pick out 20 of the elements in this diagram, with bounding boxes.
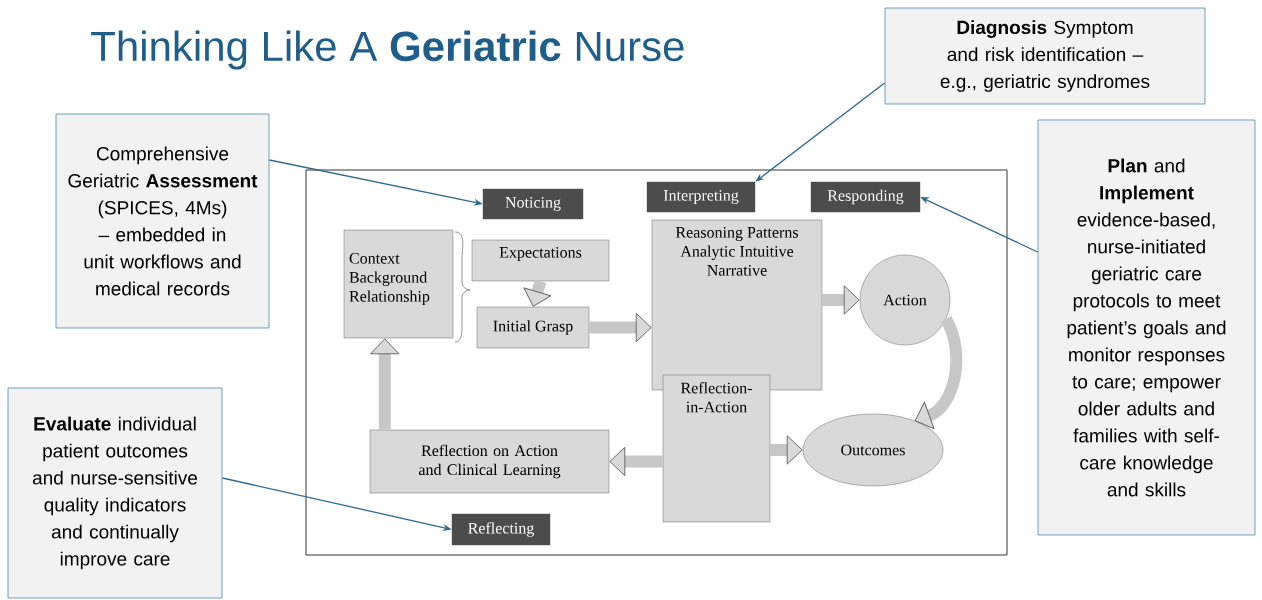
block-arrow xyxy=(770,435,803,465)
stage-label: Noticing xyxy=(482,188,584,220)
process-box: Reflection-in-Action xyxy=(662,374,771,523)
block-arrow xyxy=(589,312,652,343)
block-arrow xyxy=(914,316,963,430)
title: Thinking Like A Geriatric Nurse xyxy=(91,30,684,70)
callout-box: Evaluate individual patient outcomes and nurse-sensitive quality indicators and continually improve care xyxy=(7,387,223,599)
block-arrow xyxy=(370,338,400,430)
block-arrow xyxy=(822,285,860,315)
process-box: Context Background Relationship xyxy=(343,229,454,339)
callout-box: Comprehensive Geriatric Assessment (SPICES, 4Ms) – embedded in unit workflows and medical records xyxy=(55,113,270,329)
callout-box: Plan and Implement evidence-based, nurse-initiated geriatric care protocols to meet patient’s goals and monitor responses to care; empower older adults and families with self-care knowledge and skills xyxy=(1037,119,1256,536)
stage-label: Interpreting xyxy=(646,181,756,213)
block-arrow xyxy=(523,279,552,307)
process-box: Expectations xyxy=(471,239,610,282)
process-box: Reflection on Action and Clinical Learning xyxy=(369,429,610,494)
block-arrow xyxy=(609,446,663,477)
callout-box: Diagnosis Symptom and risk identification – e.g., geriatric syndromes xyxy=(884,7,1206,105)
stage-label: Responding xyxy=(810,181,921,213)
stage-label: Reflecting xyxy=(451,513,551,546)
